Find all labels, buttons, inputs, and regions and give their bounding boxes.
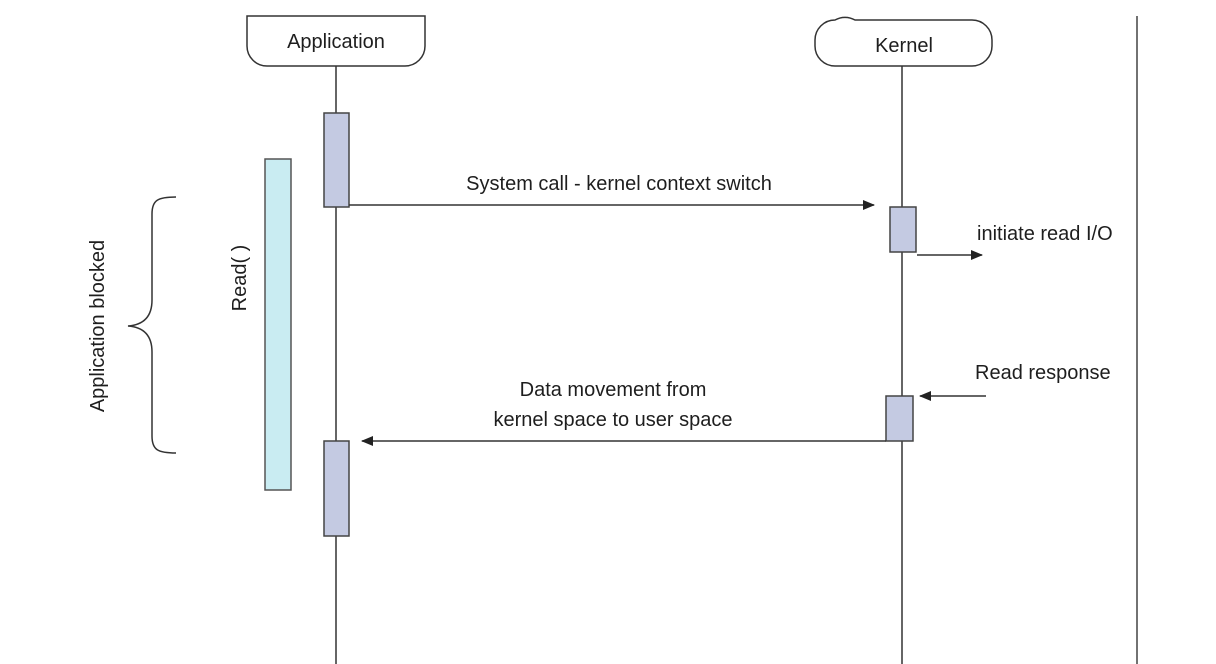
- data-movement-label-line1: Data movement from: [520, 379, 707, 401]
- kernel-activation-response: [885, 395, 914, 442]
- application-participant-label: Application: [287, 31, 385, 53]
- data-movement-label-line2: kernel space to user space: [493, 409, 732, 431]
- application-activation-end: [323, 440, 350, 537]
- system-call-label: System call - kernel context switch: [466, 173, 772, 195]
- read-response-label: Read response: [975, 362, 1111, 384]
- read-call-label: Read( ): [229, 245, 251, 312]
- kernel-participant-label: Kernel: [875, 35, 933, 57]
- read-call-bar: [264, 158, 292, 491]
- application-activation-start: [323, 112, 350, 208]
- kernel-participant-box: Kernel: [814, 16, 993, 67]
- application-blocked-brace: [127, 196, 177, 454]
- kernel-activation-syscall: [889, 206, 917, 253]
- application-participant-box: Application: [246, 15, 426, 67]
- initiate-read-label: initiate read I/O: [977, 223, 1113, 245]
- application-blocked-label: Application blocked: [87, 240, 109, 412]
